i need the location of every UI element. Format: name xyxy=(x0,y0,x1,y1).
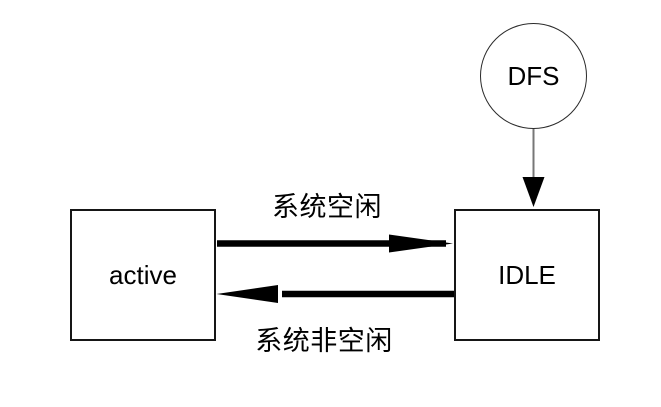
dfs-node-label: DFS xyxy=(507,61,560,91)
state-node-idle: IDLE xyxy=(454,209,600,341)
active-node-label: active xyxy=(109,260,177,290)
state-node-active: active xyxy=(70,209,216,341)
arrowhead-right-icon xyxy=(389,234,453,253)
idle-node-label: IDLE xyxy=(498,260,556,290)
arrowhead-left-icon xyxy=(216,285,278,303)
arrowhead-down-icon xyxy=(522,177,545,207)
state-node-dfs: DFS xyxy=(480,23,587,129)
edge-label-system-idle: 系统空闲 xyxy=(272,192,382,222)
edge-label-system-busy: 系统非空闲 xyxy=(255,326,393,356)
